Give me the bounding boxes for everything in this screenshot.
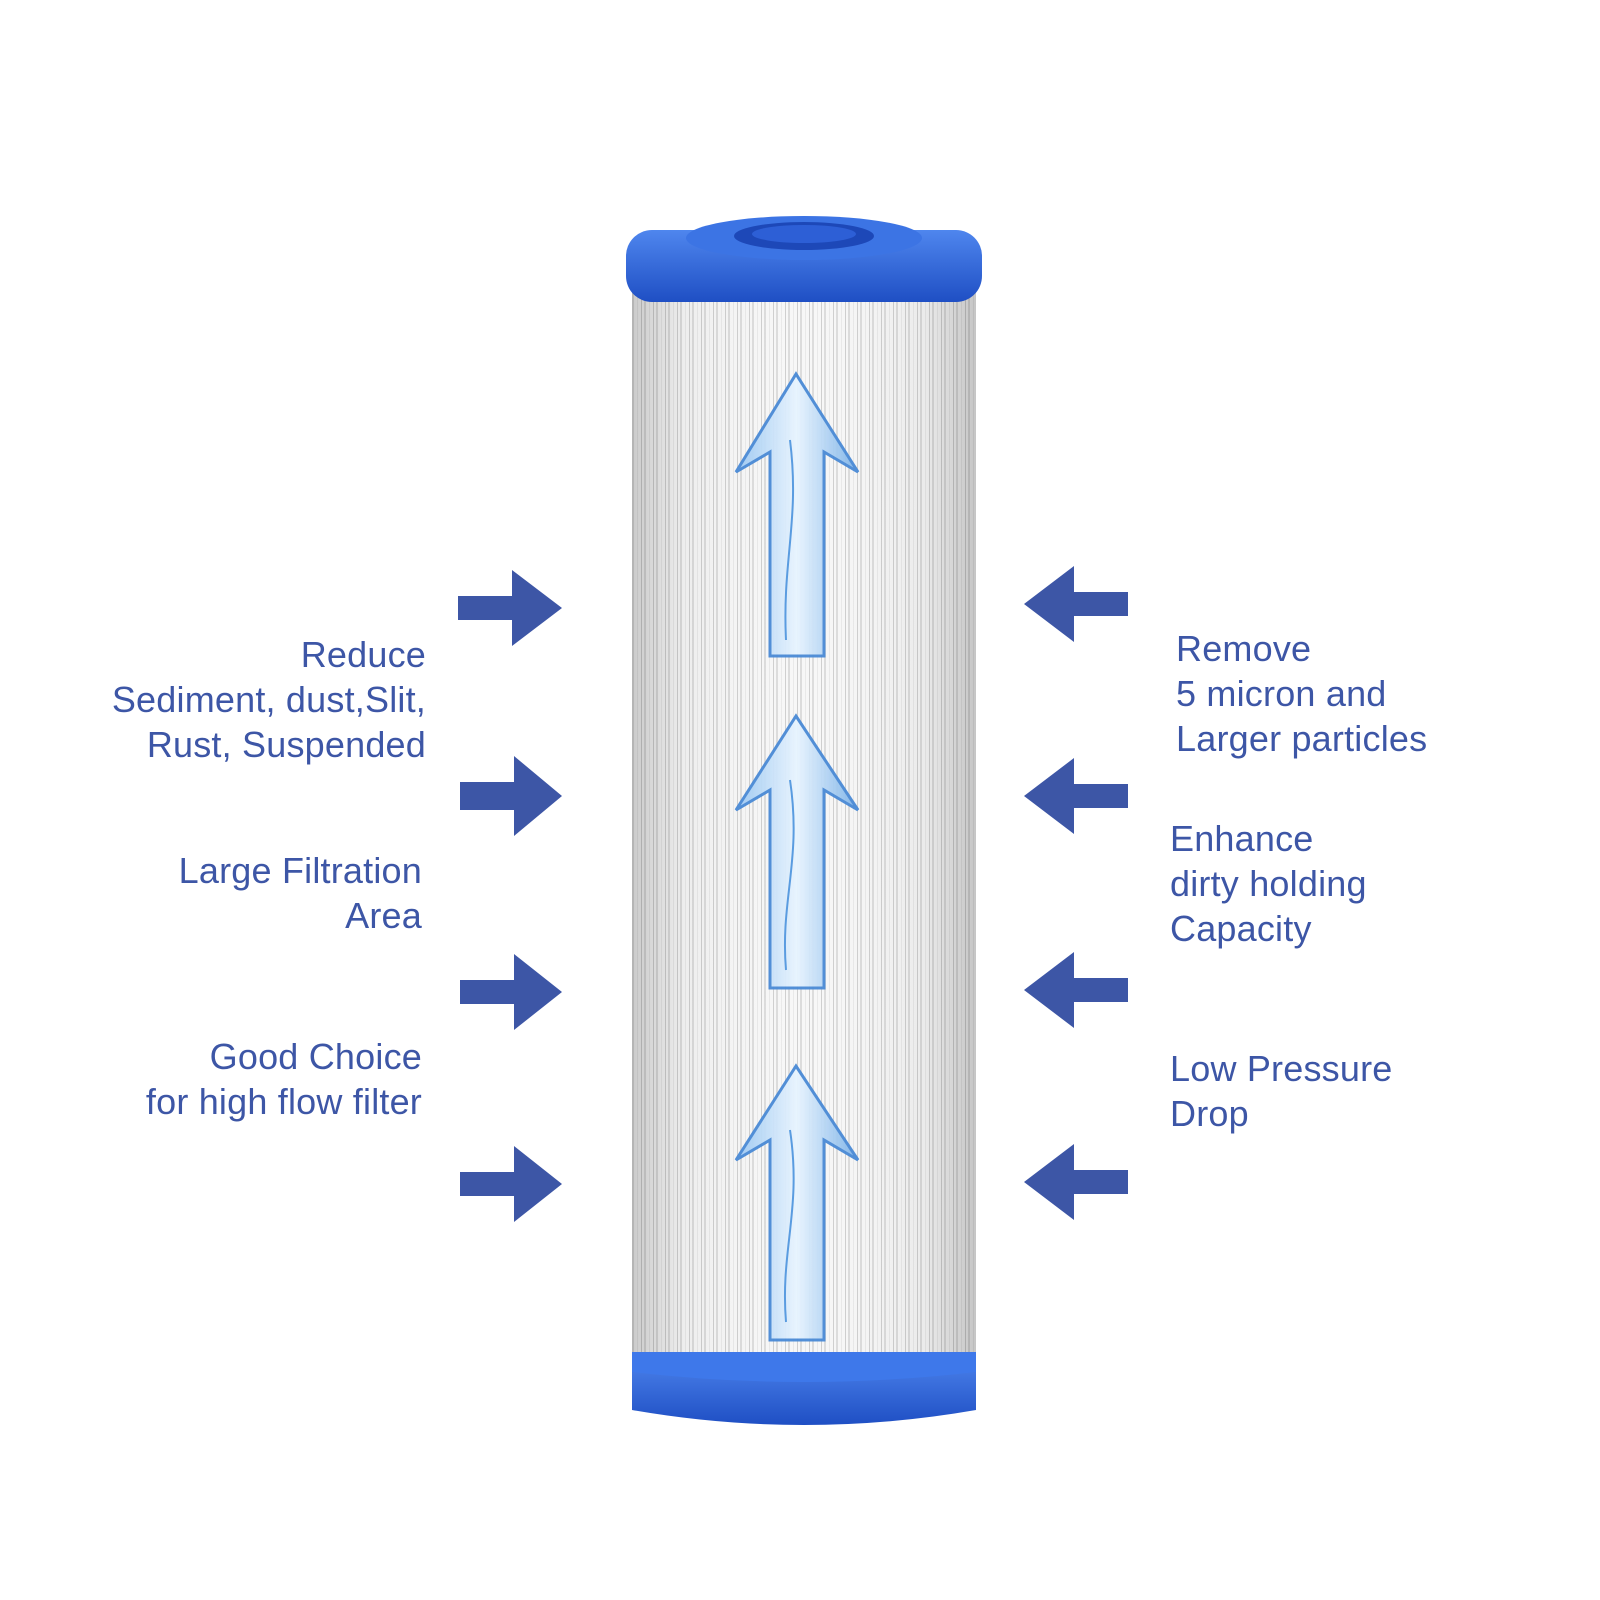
feature-line: Sediment, dust,Slit, [111, 679, 426, 720]
water-arrow-up-icon [734, 713, 860, 990]
arrow-right-icon [460, 756, 562, 836]
feature-line: Capacity [1170, 908, 1312, 949]
arrow-right-icon [460, 1146, 562, 1222]
feature-large-filtration-area: Large Filtration Area [179, 848, 422, 938]
feature-enhance-dirt-holding: Enhance dirty holding Capacity [1170, 816, 1367, 951]
feature-reduce-sediment: Reduce Sediment, dust,Slit, Rust, Suspen… [112, 632, 426, 767]
feature-line: Good Choice [209, 1036, 422, 1077]
feature-line: dirty holding [1170, 863, 1367, 904]
feature-good-choice-high-flow: Good Choice for high flow filter [146, 1034, 422, 1124]
bottom-end-cap [632, 1352, 976, 1425]
water-arrow-up-icon [734, 1063, 860, 1342]
feature-line: for high flow filter [145, 1081, 422, 1122]
top-end-cap [626, 216, 982, 302]
feature-line: Larger particles [1176, 718, 1428, 759]
feature-line: Remove [1176, 628, 1312, 669]
arrow-left-icon [1024, 566, 1128, 642]
feature-line: Rust, Suspended [146, 724, 426, 765]
feature-line: Area [345, 895, 422, 936]
feature-line: Drop [1170, 1093, 1249, 1134]
feature-low-pressure-drop: Low Pressure Drop [1170, 1046, 1393, 1136]
arrow-left-icon [1024, 952, 1128, 1028]
arrow-left-icon [1024, 1144, 1128, 1220]
feature-line: Enhance [1170, 818, 1314, 859]
feature-line: Reduce [300, 634, 426, 675]
feature-line: 5 micron and [1176, 673, 1387, 714]
feature-line: Large Filtration [178, 850, 422, 891]
arrow-right-icon [458, 570, 562, 646]
arrow-right-icon [460, 954, 562, 1030]
water-arrow-up-icon [734, 371, 860, 658]
arrow-left-icon [1024, 758, 1128, 834]
feature-remove-5-micron: Remove 5 micron and Larger particles [1176, 626, 1427, 761]
feature-line: Low Pressure [1170, 1048, 1393, 1089]
